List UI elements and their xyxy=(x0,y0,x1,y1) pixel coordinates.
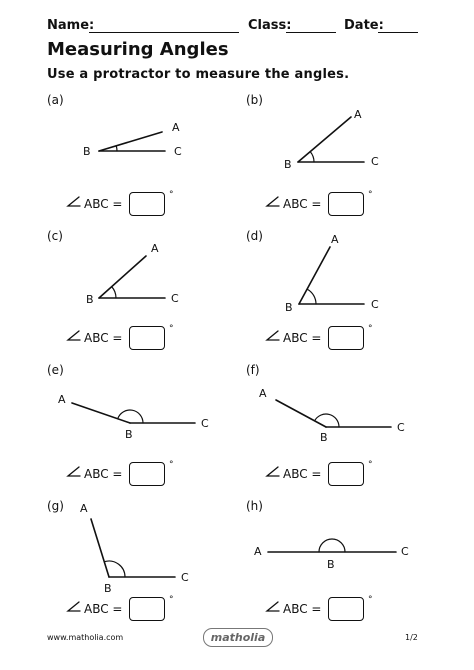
answer-box-g[interactable] xyxy=(129,597,165,621)
problem-label-h: (h) xyxy=(246,499,263,513)
point-label-b-A: A xyxy=(354,108,362,121)
class-label: Class: xyxy=(248,18,292,33)
answer-label-f: ABC = xyxy=(283,467,322,481)
point-label-b-C: C xyxy=(371,155,379,168)
angle-symbol-icon xyxy=(66,466,81,477)
degree-symbol-b: ° xyxy=(368,190,373,200)
degree-symbol-g: ° xyxy=(169,595,174,605)
angle-diagram-g xyxy=(90,518,176,578)
angle-symbol-icon xyxy=(265,601,280,612)
problem-label-a: (a) xyxy=(47,93,64,107)
point-label-c-B: B xyxy=(86,293,94,306)
page-title: Measuring Angles xyxy=(47,39,229,60)
answer-label-a: ABC = xyxy=(84,197,123,211)
name-field[interactable] xyxy=(89,32,239,33)
answer-label-g: ABC = xyxy=(84,602,123,616)
angle-diagram-d xyxy=(298,246,365,305)
angle-symbol-icon xyxy=(66,196,81,207)
point-label-c-A: A xyxy=(151,242,159,255)
date-field[interactable] xyxy=(378,32,418,33)
answer-label-h: ABC = xyxy=(283,602,322,616)
problem-label-d: (d) xyxy=(246,229,263,243)
point-label-b-B: B xyxy=(284,158,292,171)
point-label-e-A: A xyxy=(58,393,66,406)
angle-diagram-c xyxy=(98,255,166,299)
degree-symbol-h: ° xyxy=(368,595,373,605)
angle-diagram-a xyxy=(98,131,166,152)
point-label-a-A: A xyxy=(172,121,180,134)
angle-symbol-icon xyxy=(265,330,280,341)
page-number: 1/2 xyxy=(405,633,418,642)
point-label-f-A: A xyxy=(259,387,267,400)
point-label-f-C: C xyxy=(397,421,405,434)
degree-symbol-a: ° xyxy=(169,190,174,200)
angle-diagram-f xyxy=(275,399,392,428)
answer-box-d[interactable] xyxy=(328,326,364,350)
problem-label-c: (c) xyxy=(47,229,63,243)
problem-label-b: (b) xyxy=(246,93,263,107)
angle-symbol-icon xyxy=(265,196,280,207)
class-field[interactable] xyxy=(286,32,336,33)
matholia-logo: matholia xyxy=(203,628,273,647)
answer-label-b: ABC = xyxy=(283,197,322,211)
footer-url: www.matholia.com xyxy=(47,633,124,642)
angle-symbol-icon xyxy=(66,330,81,341)
point-label-d-C: C xyxy=(371,298,379,311)
degree-symbol-c: ° xyxy=(169,324,174,334)
name-label: Name: xyxy=(47,18,95,33)
degree-symbol-d: ° xyxy=(368,324,373,334)
point-label-g-C: C xyxy=(181,571,189,584)
answer-label-c: ABC = xyxy=(84,331,123,345)
answer-box-f[interactable] xyxy=(328,462,364,486)
point-label-d-A: A xyxy=(331,233,339,246)
point-label-e-C: C xyxy=(201,417,209,430)
point-label-h-A: A xyxy=(254,545,262,558)
point-label-e-B: B xyxy=(125,428,133,441)
angle-diagram-h xyxy=(267,538,397,553)
problem-label-e: (e) xyxy=(47,363,64,377)
problem-label-f: (f) xyxy=(246,363,260,377)
point-label-h-B: B xyxy=(327,558,335,571)
point-label-h-C: C xyxy=(401,545,409,558)
angle-symbol-icon xyxy=(265,466,280,477)
angle-diagram-e xyxy=(71,402,196,424)
answer-box-e[interactable] xyxy=(129,462,165,486)
answer-box-a[interactable] xyxy=(129,192,165,216)
answer-box-c[interactable] xyxy=(129,326,165,350)
angle-symbol-icon xyxy=(66,601,81,612)
point-label-g-B: B xyxy=(104,582,112,595)
point-label-f-B: B xyxy=(320,431,328,444)
point-label-a-C: C xyxy=(174,145,182,158)
instruction-text: Use a protractor to measure the angles. xyxy=(47,67,350,82)
degree-symbol-e: ° xyxy=(169,460,174,470)
answer-label-e: ABC = xyxy=(84,467,123,481)
date-label: Date: xyxy=(344,18,384,33)
degree-symbol-f: ° xyxy=(368,460,373,470)
answer-box-h[interactable] xyxy=(328,597,364,621)
angle-diagram-b xyxy=(297,116,365,163)
answer-label-d: ABC = xyxy=(283,331,322,345)
answer-box-b[interactable] xyxy=(328,192,364,216)
point-label-a-B: B xyxy=(83,145,91,158)
point-label-d-B: B xyxy=(285,301,293,314)
point-label-g-A: A xyxy=(80,502,88,515)
point-label-c-C: C xyxy=(171,292,179,305)
problem-label-g: (g) xyxy=(47,499,64,513)
